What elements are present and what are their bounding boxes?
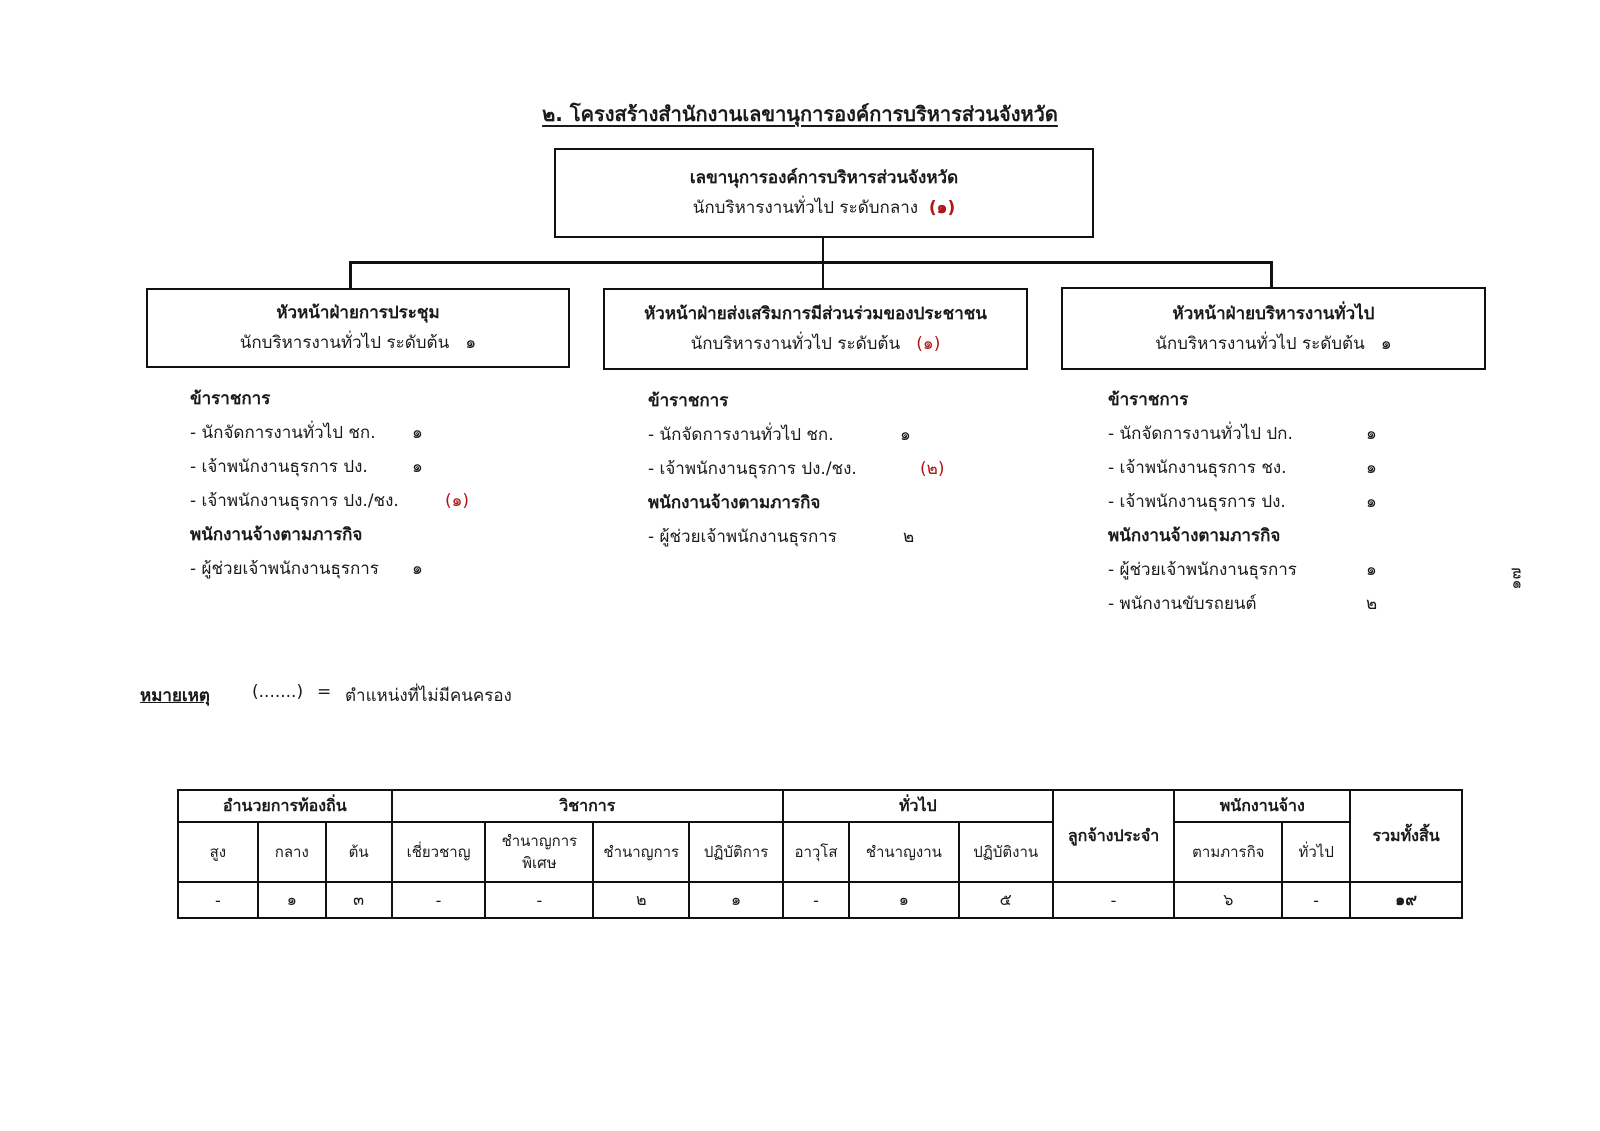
subheader: ปฏิบัติงาน xyxy=(957,821,1054,883)
division-box-meeting: หัวหน้าฝ่ายการประชุม นักบริหารงานทั่วไป … xyxy=(146,288,570,368)
list-item: - เจ้าพนักงานธุรการ ปง. ๑ xyxy=(1108,492,1377,512)
note-meaning: ตำแหน่งที่ไม่มีคนครอง xyxy=(345,686,512,706)
subheader: ตามภารกิจ xyxy=(1173,821,1284,883)
header-general: ทั่วไป xyxy=(782,789,1054,823)
subheader: ชำนาญงาน xyxy=(847,821,960,883)
division-position: นักบริหารงานทั่วไป ระดับต้น ๑ xyxy=(1155,333,1392,354)
subheader: ชำนาญการ xyxy=(592,821,691,883)
group-label: ข้าราชการ xyxy=(1108,390,1189,410)
note-label: หมายเหตุ xyxy=(140,686,210,706)
list-item: - นักจัดการงานทั่วไป ชก. ๑ xyxy=(648,425,911,445)
division-count: ๑ xyxy=(465,333,477,353)
division-count: ๑ xyxy=(1380,333,1392,354)
page-number: ๑๗ xyxy=(1505,567,1525,590)
connector-left-drop xyxy=(349,261,352,288)
grand-total-cell: ๑๙ xyxy=(1349,881,1463,919)
header-contract-employee: พนักงานจ้าง xyxy=(1173,789,1352,823)
list-item: - ผู้ช่วยเจ้าพนักงานธุรการ ๑ xyxy=(190,559,423,579)
list-item: - เจ้าพนักงานธุรการ ปง./ชง. (๑) xyxy=(190,491,470,511)
note-equals: = xyxy=(317,682,332,702)
table-cell: - xyxy=(782,881,850,919)
staff-list-meeting: ข้าราชการ - นักจัดการงานทั่วไป ชก. ๑ - เ… xyxy=(190,382,469,586)
list-item: - ผู้ช่วยเจ้าพนักงานธุรการ ๑ xyxy=(1108,560,1377,580)
table-cell: ๑ xyxy=(847,881,960,919)
division-position: นักบริหารงานทั่วไป ระดับต้น ๑ xyxy=(239,333,477,353)
header-grand-total: รวมทั้งสิ้น xyxy=(1349,789,1463,883)
list-item: - เจ้าพนักงานธุรการ ชง. ๑ xyxy=(1108,458,1377,478)
table-cell: ๕ xyxy=(957,881,1054,919)
list-item: - ผู้ช่วยเจ้าพนักงานธุรการ ๒ xyxy=(648,527,915,547)
table-cell: - xyxy=(1281,881,1352,919)
top-position-box: เลขานุการองค์การบริหารส่วนจังหวัด นักบริ… xyxy=(554,148,1094,238)
page-title: ๒. โครงสร้างสำนักงานเลขานุการองค์การบริห… xyxy=(542,102,1058,126)
staff-list-general-admin: ข้าราชการ - นักจัดการงานทั่วไป ปก. ๑ - เ… xyxy=(1108,383,1377,621)
division-head: หัวหน้าฝ่ายส่งเสริมการมีส่วนร่วมของประชา… xyxy=(644,304,987,324)
note-symbol: (.......) xyxy=(252,682,304,702)
table-cell: ๓ xyxy=(324,881,393,919)
top-position-title: เลขานุการองค์การบริหารส่วนจังหวัด xyxy=(689,168,959,188)
top-position-count: (๑) xyxy=(928,198,956,218)
list-item: - นักจัดการงานทั่วไป ชก. ๑ xyxy=(190,423,423,443)
list-item: - พนักงานขับรถยนต์ ๒ xyxy=(1108,594,1378,614)
subheader: ทั่วไป xyxy=(1281,821,1352,883)
connector-right-drop xyxy=(1270,261,1273,288)
subheader: กลาง xyxy=(256,821,327,883)
group-label: ข้าราชการ xyxy=(648,391,729,411)
subheader: อาวุโส xyxy=(782,821,850,883)
subheader: ต้น xyxy=(324,821,393,883)
subheader: ปฏิบัติการ xyxy=(688,821,785,883)
table-cell: - xyxy=(390,881,487,919)
table-cell: - xyxy=(1051,881,1176,919)
division-head: หัวหน้าฝ่ายการประชุม xyxy=(276,303,440,323)
header-academic: วิชาการ xyxy=(390,789,785,823)
table-cell: ๑ xyxy=(256,881,327,919)
subheader: เชี่ยวชาญ xyxy=(390,821,487,883)
top-position-level: นักบริหารงานทั่วไป ระดับกลาง (๑) xyxy=(692,198,956,218)
division-position: นักบริหารงานทั่วไป ระดับต้น (๑) xyxy=(690,334,941,354)
division-box-participation: หัวหน้าฝ่ายส่งเสริมการมีส่วนร่วมของประชา… xyxy=(603,288,1028,370)
group-label: พนักงานจ้างตามภารกิจ xyxy=(648,493,821,513)
subheader: ชำนาญการ พิเศษ xyxy=(484,821,595,883)
table-cell: - xyxy=(484,881,595,919)
header-local-admin: อำนวยการท้องถิ่น xyxy=(177,789,393,823)
legend-note: หมายเหตุ (.......) = ตำแหน่งที่ไม่มีคนคร… xyxy=(140,682,512,709)
table-cell: ๒ xyxy=(592,881,691,919)
group-label: พนักงานจ้างตามภารกิจ xyxy=(190,525,363,545)
connector-horizontal xyxy=(349,261,1272,264)
division-head: หัวหน้าฝ่ายบริหารงานทั่วไป xyxy=(1172,303,1375,324)
table-cell: - xyxy=(177,881,259,919)
table-group-header-row: อำนวยการท้องถิ่น วิชาการ ทั่วไป ลูกจ้างป… xyxy=(177,789,1463,883)
division-count: (๑) xyxy=(916,334,941,354)
list-item: - เจ้าพนักงานธุรการ ปง./ชง. (๒) xyxy=(648,459,945,479)
group-label: ข้าราชการ xyxy=(190,389,271,409)
subheader: สูง xyxy=(177,821,259,883)
table-row: - ๑ ๓ - - ๒ ๑ - ๑ ๕ - ๖ - ๑๙ xyxy=(177,881,1463,919)
table-cell: ๖ xyxy=(1173,881,1284,919)
header-permanent-employee: ลูกจ้างประจำ xyxy=(1051,789,1176,883)
table-subheader-row: สูง กลาง ต้น เชี่ยวชาญ ชำนาญการ พิเศษ ชำ… xyxy=(177,821,1462,883)
staff-list-participation: ข้าราชการ - นักจัดการงานทั่วไป ชก. ๑ - เ… xyxy=(648,384,944,554)
list-item: - นักจัดการงานทั่วไป ปก. ๑ xyxy=(1108,424,1377,444)
division-box-general-admin: หัวหน้าฝ่ายบริหารงานทั่วไป นักบริหารงานท… xyxy=(1061,287,1486,370)
group-label: พนักงานจ้างตามภารกิจ xyxy=(1108,526,1281,546)
summary-table: อำนวยการท้องถิ่น วิชาการ ทั่วไป ลูกจ้างป… xyxy=(177,789,1463,919)
list-item: - เจ้าพนักงานธุรการ ปง. ๑ xyxy=(190,457,423,477)
table-cell: ๑ xyxy=(688,881,785,919)
